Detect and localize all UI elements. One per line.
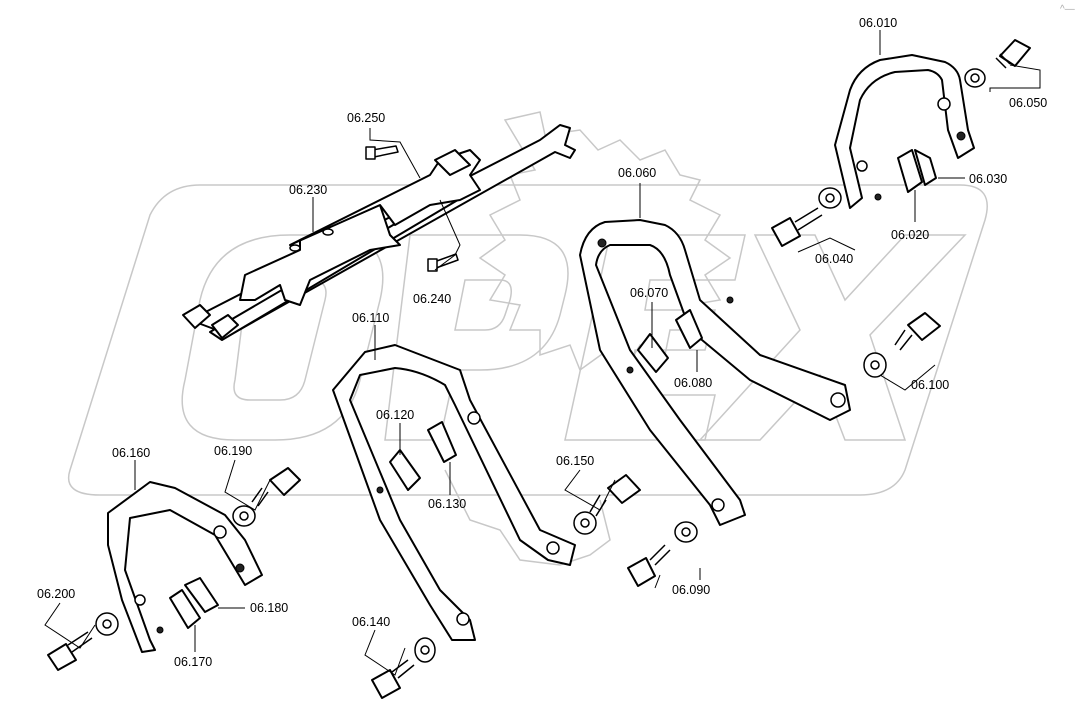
label-06-090: 06.090 <box>672 583 710 597</box>
label-06-070: 06.070 <box>630 286 668 300</box>
watermark-logo <box>67 111 988 566</box>
label-06-150: 06.150 <box>556 454 594 468</box>
label-06-110: 06.110 <box>352 311 389 325</box>
label-06-230: 06.230 <box>289 183 327 197</box>
label-06-130: 06.130 <box>428 497 466 511</box>
label-06-240: 06.240 <box>413 292 451 306</box>
bolt-06-190 <box>232 467 301 527</box>
bolt-06-200 <box>47 612 119 671</box>
label-06-030: 06.030 <box>969 172 1007 186</box>
bracket-06-010 <box>834 54 975 209</box>
label-06-020: 06.020 <box>891 228 929 242</box>
bolt-06-100 <box>863 312 941 378</box>
label-06-060: 06.060 <box>618 166 656 180</box>
label-06-120: 06.120 <box>376 408 414 422</box>
label-06-040: 06.040 <box>815 252 853 266</box>
bracket-06-110 <box>332 344 576 641</box>
bolt-06-040 <box>771 187 842 247</box>
label-06-080: 06.080 <box>674 376 712 390</box>
clip-06-170 <box>169 577 219 629</box>
corner-mark: ^— <box>1060 4 1075 15</box>
clip-06-130 <box>427 421 457 463</box>
bracket-06-060 <box>579 219 851 526</box>
label-06-190: 06.190 <box>214 444 252 458</box>
label-06-160: 06.160 <box>112 446 150 460</box>
label-06-180: 06.180 <box>250 601 288 615</box>
bracket-06-160 <box>107 481 263 653</box>
bolt-06-150 <box>573 474 641 535</box>
clip-06-070 <box>626 333 669 374</box>
shift-rail-assembly <box>182 124 576 341</box>
label-06-140: 06.140 <box>352 615 390 629</box>
leader-lines <box>44 30 1041 676</box>
part-labels: 06.010 06.050 06.030 06.020 06.040 06.06… <box>37 16 1047 669</box>
bolt-06-090 <box>627 521 698 587</box>
label-06-250: 06.250 <box>347 111 385 125</box>
clip-06-080 <box>675 309 703 349</box>
bolt-06-250 <box>365 145 399 160</box>
label-06-200: 06.200 <box>37 587 75 601</box>
clip-06-120 <box>389 449 421 491</box>
bolt-06-140 <box>371 637 436 699</box>
label-06-100: 06.100 <box>911 378 949 392</box>
clip-06-020 <box>897 149 937 193</box>
label-06-050: 06.050 <box>1009 96 1047 110</box>
label-06-170: 06.170 <box>174 655 212 669</box>
bolt-06-050 <box>964 39 1031 88</box>
label-06-010: 06.010 <box>859 16 897 30</box>
